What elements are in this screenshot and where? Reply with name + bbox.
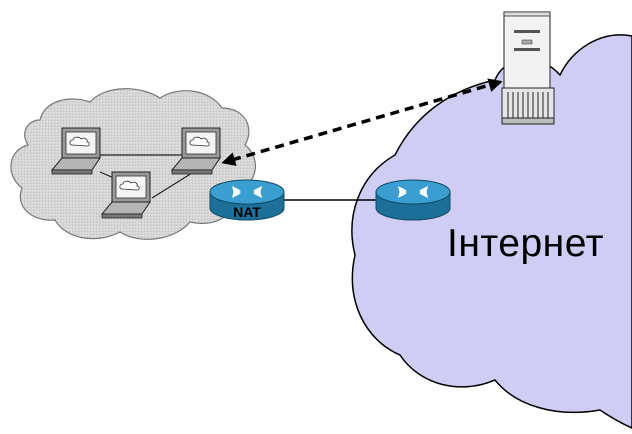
nat-translation-arrow bbox=[221, 78, 503, 166]
laptop-icon bbox=[170, 127, 221, 175]
server-icon bbox=[501, 11, 555, 125]
nat-router-icon: NAT bbox=[209, 179, 285, 221]
internet-label: Інтернет bbox=[447, 222, 604, 265]
laptop-icon bbox=[100, 171, 151, 219]
laptop-icon bbox=[50, 127, 101, 175]
nat-label: NAT bbox=[233, 204, 261, 220]
internet-router-icon bbox=[375, 179, 451, 221]
